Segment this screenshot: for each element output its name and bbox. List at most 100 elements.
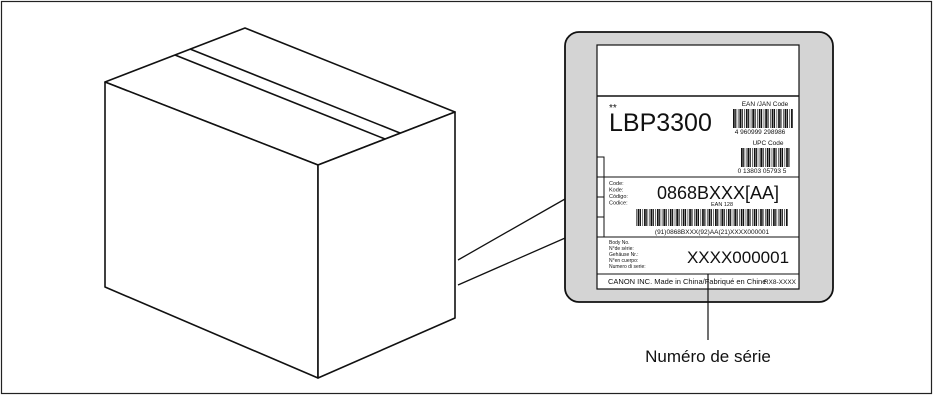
ean128-bar: [762, 209, 764, 226]
body-label-it: Numero di serie:: [609, 264, 646, 270]
ean128-bar: [775, 209, 777, 226]
ean128-bar: [646, 209, 648, 226]
ean128-bar: [726, 209, 727, 226]
model-stars: **: [609, 103, 617, 114]
ean128-bar: [676, 209, 678, 226]
ean128-bar: [760, 209, 762, 226]
ean-bar: [757, 109, 758, 128]
ean-bar: [791, 109, 793, 128]
label-side-tabs: [596, 156, 605, 238]
ean128-bar: [650, 209, 653, 226]
code-value: 0868BXXX[AA]: [657, 183, 779, 203]
upc-bar: [741, 148, 743, 167]
ean128-bar: [747, 209, 749, 226]
ean128-bar: [723, 209, 725, 226]
ean-bar: [773, 109, 776, 128]
upc-bar: [758, 148, 760, 167]
ean128-bar: [706, 209, 708, 226]
body-label-fr: N°de série:: [609, 246, 634, 252]
code-label-de: Kode:: [609, 188, 624, 194]
ean128-bar: [781, 209, 783, 226]
ean-bar: [735, 109, 737, 128]
ean128-bar: [691, 209, 693, 226]
ean-bar: [754, 109, 756, 128]
ean-bar: [741, 109, 743, 128]
ean128-bar: [668, 209, 669, 226]
upc-bar: [765, 148, 766, 167]
ean128-bar: [777, 209, 779, 226]
ean128-bar: [745, 209, 747, 226]
ean128-bar: [639, 209, 641, 226]
ean128-bar: [765, 209, 766, 226]
body-label-de: Gehäuse Nr.:: [609, 252, 638, 258]
ean-bar: [733, 109, 735, 128]
ean-bar: [750, 109, 752, 128]
ean128-bar: [732, 209, 734, 226]
upc-bar: [769, 148, 771, 167]
box-right-face: [317, 111, 456, 379]
code-label-it: Codice:: [609, 201, 628, 207]
ean-bar: [786, 109, 788, 128]
body-label-en: Body No.: [609, 240, 630, 246]
ean128-bar: [766, 209, 769, 226]
serial-value: XXXX000001: [687, 248, 789, 267]
ean128-bar: [669, 209, 672, 226]
ean-bar: [771, 109, 774, 128]
upc-bar: [778, 148, 779, 167]
ean-bar: [737, 109, 739, 128]
upc-bar: [766, 148, 769, 167]
ean128-bar: [730, 209, 732, 226]
ean-bar: [778, 109, 780, 128]
ean-bar: [758, 109, 761, 128]
ean-bar: [765, 109, 767, 128]
ean-bar: [789, 109, 791, 128]
ean128-bar: [736, 209, 738, 226]
cardboard-box: [104, 27, 456, 379]
ean128-bar: [708, 209, 711, 226]
upc-bar: [749, 148, 751, 167]
code-label-es: Código:: [609, 194, 628, 200]
serial-field-labels: Body No. N°de série: Gehäuse Nr.: N°en c…: [609, 240, 646, 270]
product-label: ** LBP3300 EAN /JAN Code 4 960999 298986…: [596, 44, 800, 290]
ean128-bar: [674, 209, 676, 226]
ean128-number: (91)0868BXXX(92)AA(21)XXXX000001: [655, 229, 770, 236]
ean-bar: [761, 109, 763, 128]
ean128-bar: [659, 209, 661, 226]
ean128-bar: [687, 209, 689, 226]
ean128-bar: [655, 209, 656, 226]
upc-bar: [779, 148, 782, 167]
upc-bar: [745, 148, 747, 167]
ean-title: EAN /JAN Code: [742, 101, 789, 108]
upc-bar: [752, 148, 753, 167]
ean128-bar: [636, 209, 637, 226]
box-tape-line-right: [189, 48, 401, 134]
ean128-bar: [734, 209, 737, 226]
ean128-bar: [678, 209, 680, 226]
ean128-barcode: [636, 209, 788, 226]
ean128-bar: [665, 209, 667, 226]
zoom-line-lower: [457, 234, 573, 286]
upc-bar: [781, 148, 784, 167]
upc-bar: [771, 148, 773, 167]
label-footer-right: RX8-XXXX: [764, 279, 797, 286]
ean128-bar: [702, 209, 704, 226]
label-footer-left: CANON INC. Made in China/Fabriqué en Chi…: [608, 277, 766, 286]
ean128-bar: [715, 209, 717, 226]
ean128-bar: [689, 209, 691, 226]
upc-bar: [743, 148, 745, 167]
upc-bar: [784, 148, 786, 167]
ean-bar: [763, 109, 765, 128]
ean128-bar: [637, 209, 640, 226]
upc-bar: [762, 148, 764, 167]
ean128-bar: [740, 209, 743, 226]
ean128-bar: [753, 209, 756, 226]
upc-bar: [775, 148, 777, 167]
box-tape-line-left: [174, 54, 386, 140]
ean-bar: [752, 109, 755, 128]
serial-callout-text: Numéro de série: [645, 347, 771, 366]
upc-bar: [786, 148, 788, 167]
ean128-bar: [704, 209, 706, 226]
model-name: LBP3300: [609, 109, 712, 137]
